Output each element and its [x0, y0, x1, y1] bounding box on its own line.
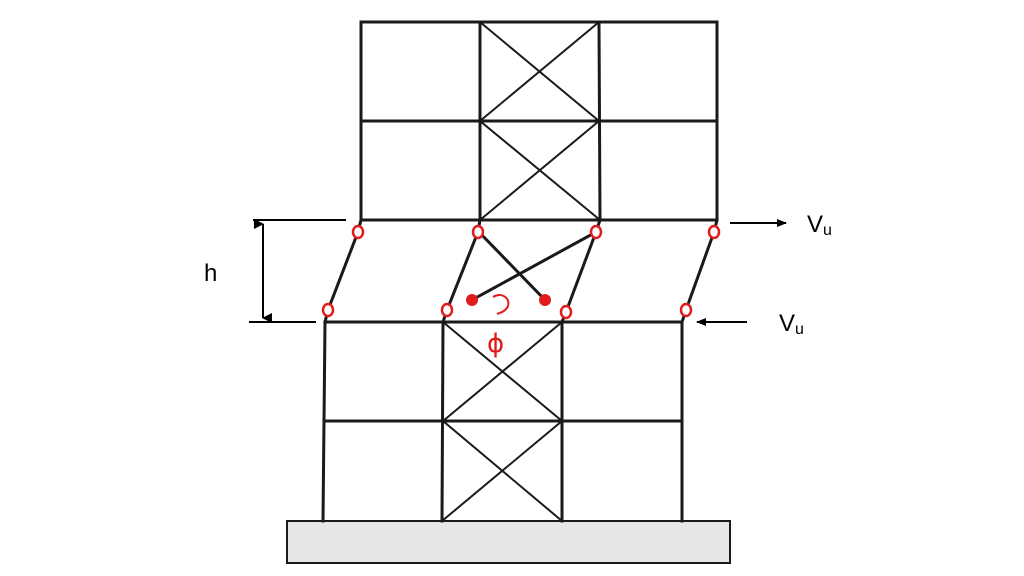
rotation-arrow-icon	[492, 294, 510, 315]
mid-force-label: Vu	[779, 310, 804, 338]
upper-brace-bottom-b	[479, 120, 600, 221]
plastic-hinges	[321, 224, 721, 320]
top-force-symbol: V	[807, 211, 823, 238]
hinge-top-3	[589, 224, 603, 240]
height-dimension	[249, 219, 346, 323]
deformed-story	[323, 218, 719, 324]
top-force-subscript: u	[823, 222, 832, 239]
story-column-4	[684, 230, 716, 312]
hinge-bottom-2	[440, 302, 454, 318]
story-brace-2	[469, 229, 599, 303]
hinge-bottom-1	[321, 302, 335, 318]
lower-brace-upper-b	[442, 321, 563, 422]
lower-brace-lower-b	[441, 420, 563, 522]
story-column-3	[564, 230, 598, 314]
hinge-bottom-3	[559, 304, 573, 320]
lower-frame	[321, 320, 684, 523]
mid-force-subscript: u	[795, 321, 804, 338]
hinge-bottom-4	[679, 302, 693, 318]
rotation-label: ϕ	[487, 329, 504, 359]
story-column-2	[445, 230, 480, 312]
hinge-top-1	[351, 224, 365, 240]
story-column-1	[326, 230, 360, 312]
story-brace-1	[476, 229, 548, 303]
hinge-brace-left	[466, 294, 478, 306]
hinge-brace-right	[539, 294, 551, 306]
foundation-base	[286, 520, 731, 564]
hinge-top-2	[471, 224, 485, 240]
height-label: h	[204, 260, 217, 287]
top-force-label: Vu	[807, 211, 832, 239]
upper-brace-top-b	[479, 21, 600, 122]
mid-force-symbol: V	[779, 310, 795, 337]
upper-frame	[359, 20, 719, 222]
hinge-top-4	[707, 224, 721, 240]
